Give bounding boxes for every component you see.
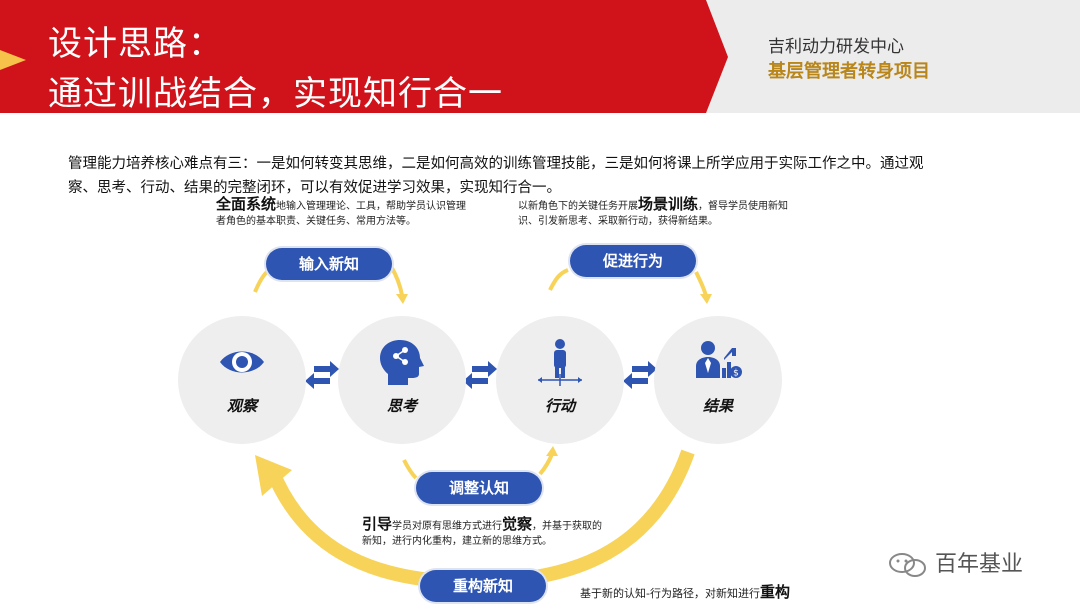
pill-rebuild-knowledge: 重构新知 (420, 570, 546, 602)
note-bottom-pre: 基于新的认知-行为路径，对新知进行 (580, 587, 760, 600)
circle-result-label: 结果 (702, 397, 733, 415)
pill-promote-behavior: 促进行为 (570, 245, 696, 277)
head-thinking-icon (380, 340, 424, 385)
pill-adjust-cognition: 调整认知 (416, 472, 542, 504)
page-title-line1: 设计思路： (48, 24, 223, 64)
intro-paragraph: 管理能力培养核心难点有三：一是如何转变其思维，二是如何高效的训练管理技能，三是如… (68, 156, 924, 196)
circle-think-label: 思考 (386, 397, 417, 415)
note-bottom: 基于新的认知-行为路径，对新知进行重构 (580, 585, 880, 601)
circle-result: $ 结果 (654, 316, 782, 444)
circle-think: 思考 (338, 316, 466, 444)
note-middle-bold2: 觉察 (502, 515, 533, 533)
note-top-right: 以新角色下的关键任务开展场景训练，督导学员使用新知识、引发新思考、采取新行动，获… (518, 197, 788, 229)
note-top-left: 全面系统地输入管理理论、工具，帮助学员认识管理者角色的基本职责、关键任务、常用方… (216, 197, 466, 229)
org-name: 吉利动力研发中心 (768, 37, 904, 57)
note-top-right-post: ，督导学员使用新知识、引发新思考、采取新行动，获得新结果。 (518, 201, 789, 227)
note-middle: 引导学员对原有思维方式进行觉察，并基于获取的新知，进行内化重构，建立新的思维方式… (362, 517, 608, 549)
person-arrows-icon (538, 339, 582, 386)
note-top-left-text: 地输入管理理论、工具，帮助学员认识管理者角色的基本职责、关键任务、常用方法等。 (216, 201, 467, 227)
note-top-left-bold: 全面系统 (216, 195, 277, 213)
note-bottom-bold: 重构 (759, 583, 790, 601)
pill-input-knowledge: 输入新知 (266, 248, 392, 280)
page-title-line2: 通过训战结合，实现知行合一 (48, 74, 503, 114)
circle-observe-label: 观察 (226, 397, 257, 415)
note-middle-text: 学员对原有思维方式进行 (392, 521, 503, 532)
note-middle-bold1: 引导 (362, 515, 393, 533)
note-middle-post: ，并基于获取的新知，进行内化重构，建立新的思维方式。 (362, 521, 603, 547)
svg-text:$: $ (733, 369, 739, 379)
circle-act-label: 行动 (544, 397, 575, 415)
note-top-right-pre: 以新角色下的关键任务开展 (518, 201, 638, 212)
circle-observe: 观察 (178, 316, 306, 444)
eye-icon (220, 351, 264, 373)
project-name: 基层管理者转身项目 (768, 61, 930, 82)
watermark: 百年基业 (888, 546, 1023, 578)
wechat-icon (889, 553, 926, 577)
watermark-text: 百年基业 (935, 552, 1024, 577)
businessman-chart-icon: $ (696, 341, 742, 379)
note-top-right-bold: 场景训练 (638, 195, 699, 213)
circle-act: 行动 (496, 316, 624, 444)
header-banner (0, 0, 1080, 113)
